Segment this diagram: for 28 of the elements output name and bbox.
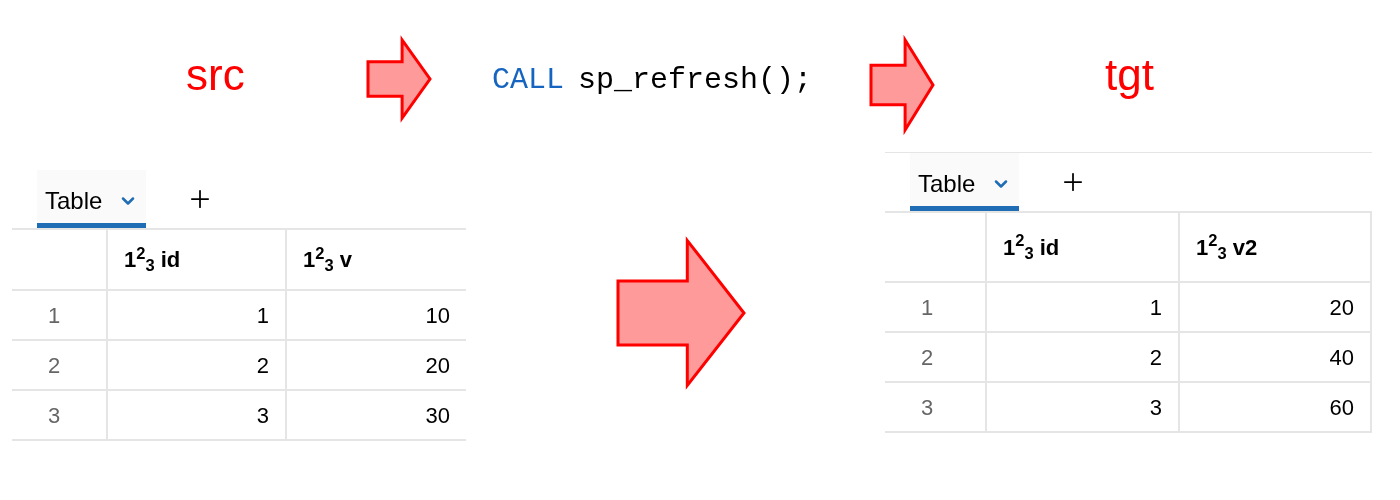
column-header: 1$^{2}$$_{3}$ v2 (1180, 213, 1372, 283)
data-value: 10 (287, 291, 466, 341)
table-title: tgt (1105, 49, 1154, 101)
row-number: 1 (12, 291, 108, 341)
data-value: 40 (1180, 333, 1372, 383)
data-value: 1 (108, 291, 287, 341)
column-header: 1$^{2}$$_{3}$ id (987, 213, 1180, 283)
table-title: src (186, 49, 245, 101)
column-header: 1$^{2}$$_{3}$ v (287, 230, 466, 291)
row-number: 1 (885, 283, 987, 333)
data-value: 60 (1180, 383, 1372, 433)
code-keyword: CALL (492, 61, 564, 99)
code-call: sp_refresh(); (578, 61, 813, 99)
row-number: 2 (12, 341, 108, 391)
table-tab: Table (910, 153, 1020, 211)
data-value: 2 (108, 341, 287, 391)
row-number: 2 (885, 333, 987, 383)
data-value: 2 (987, 333, 1180, 383)
data-value: 3 (987, 383, 1180, 433)
data-value: 3 (108, 391, 287, 441)
data-value: 20 (1180, 283, 1372, 333)
row-number: 3 (12, 391, 108, 441)
table-tab: Table (37, 170, 147, 228)
row-number: 3 (885, 383, 987, 433)
column-header: 1$^{2}$$_{3}$ id (108, 230, 287, 291)
data-value: 20 (287, 341, 466, 391)
data-value: 1 (987, 283, 1180, 333)
data-value: 30 (287, 391, 466, 441)
